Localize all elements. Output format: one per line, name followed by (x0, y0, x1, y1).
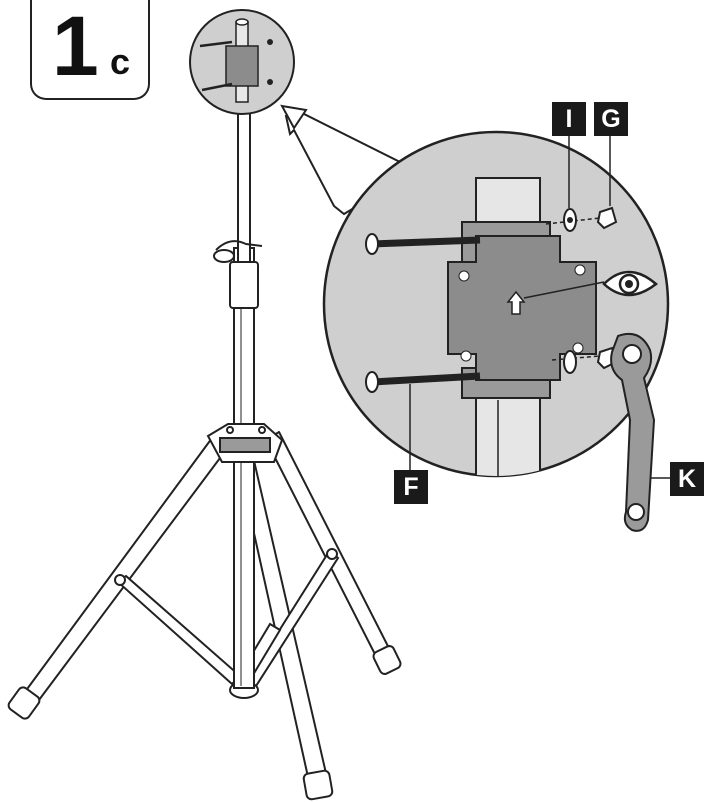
detail-circle-large (322, 130, 670, 478)
tripod-braces (114, 548, 340, 699)
mounting-plate (447, 235, 597, 381)
detail-circle-small (189, 9, 295, 115)
arrow-up-icon (506, 290, 526, 315)
step-sub-letter: c (110, 41, 131, 82)
part-label-k: K (670, 462, 704, 496)
step-number: 1 (52, 0, 99, 93)
eye-icon (602, 270, 658, 297)
wrench-icon (610, 332, 656, 532)
step-badge: 1 c (30, 0, 150, 100)
label-leaders (409, 136, 670, 479)
center-pole (206, 99, 284, 689)
tripod-legs (18, 431, 397, 787)
part-label-g: G (594, 102, 628, 136)
tripod-feet (7, 645, 402, 801)
part-label-f: F (394, 470, 428, 504)
part-label-i: I (552, 102, 586, 136)
